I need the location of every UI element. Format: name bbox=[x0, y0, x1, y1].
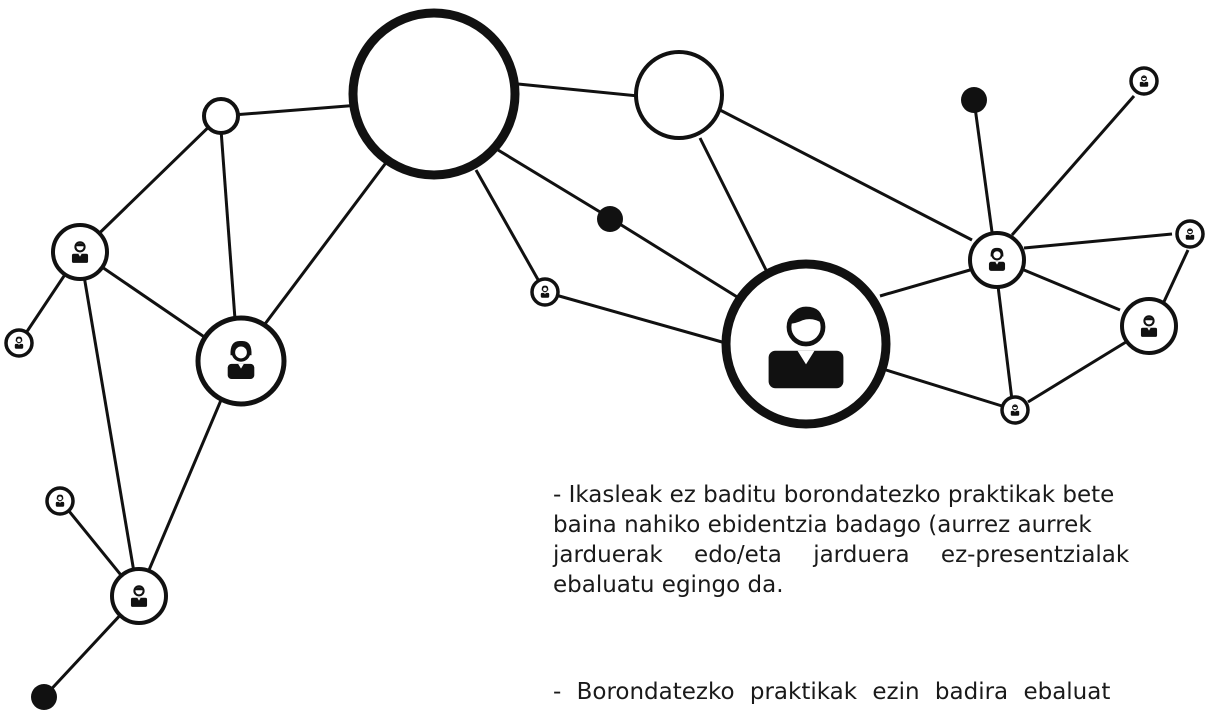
dot-node bbox=[961, 87, 987, 113]
person-node-small bbox=[1175, 219, 1205, 249]
text-line: jarduerak edo/eta jarduera ez-presentzia… bbox=[553, 542, 1130, 568]
person-node bbox=[51, 223, 109, 281]
edges bbox=[18, 82, 1190, 699]
person-node-small bbox=[1129, 66, 1159, 96]
text-line: baina nahiko ebidentzia badago (aurrez a… bbox=[553, 512, 1092, 538]
person-node-small bbox=[530, 277, 560, 307]
text-line: - Borondatezko praktikak ezin badira eba… bbox=[553, 679, 1111, 705]
paragraph-1: - Ikasleak ez baditu borondatezko prakti… bbox=[553, 480, 1129, 600]
person-node-small bbox=[4, 328, 34, 358]
person-node-small bbox=[45, 486, 75, 516]
person-node-small bbox=[1000, 395, 1030, 425]
person-node-medium bbox=[195, 315, 287, 407]
dot-node bbox=[31, 684, 57, 710]
paragraph-2: - Borondatezko praktikak ezin badira eba… bbox=[553, 677, 1110, 707]
person-node bbox=[968, 231, 1026, 289]
person-node bbox=[110, 567, 168, 625]
dot-node bbox=[597, 206, 623, 232]
text-line: ebaluatu egingo da. bbox=[553, 572, 784, 598]
person-node bbox=[1120, 297, 1178, 355]
person-nodes bbox=[4, 66, 1205, 625]
text-line: - Ikasleak ez baditu borondatezko prakti… bbox=[553, 482, 1115, 508]
person-node-large bbox=[721, 259, 891, 429]
hub-node-medium bbox=[634, 50, 724, 140]
hub-node-small bbox=[202, 97, 240, 135]
hub-nodes bbox=[202, 8, 724, 180]
dot-nodes bbox=[31, 87, 987, 710]
hub-node-large bbox=[348, 8, 520, 180]
